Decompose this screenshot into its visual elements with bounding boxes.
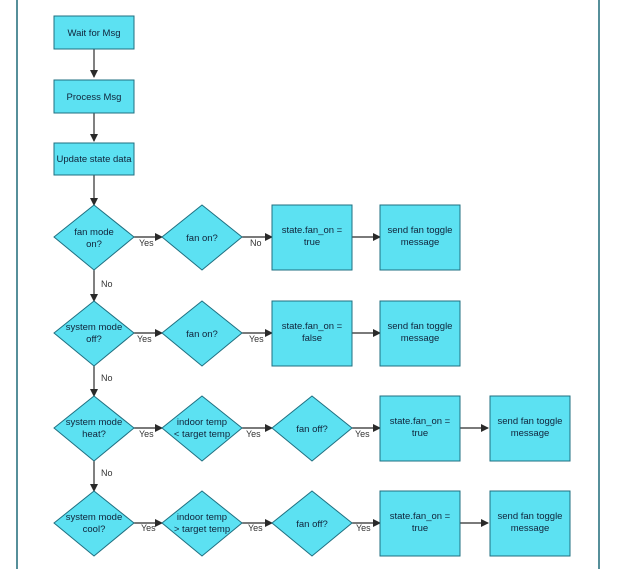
svg-text:message: message bbox=[401, 237, 440, 248]
svg-text:state.fan_on =: state.fan_on = bbox=[390, 416, 451, 427]
svg-text:send fan toggle: send fan toggle bbox=[388, 321, 453, 332]
decision-fan-mode-on: fan mode on? bbox=[53, 204, 135, 271]
edge-label-yes-sysoff: Yes bbox=[137, 334, 152, 344]
svg-text:message: message bbox=[401, 333, 440, 344]
svg-text:fan off?: fan off? bbox=[296, 424, 328, 435]
node-wait-for-msg: Wait for Msg bbox=[53, 15, 135, 50]
svg-text:Update state data: Update state data bbox=[57, 154, 133, 165]
svg-text:fan on?: fan on? bbox=[186, 329, 218, 340]
edge-label-yes-indoorgt: Yes bbox=[248, 523, 263, 533]
svg-text:state.fan_on =: state.fan_on = bbox=[282, 225, 343, 236]
svg-text:message: message bbox=[511, 428, 550, 439]
svg-text:send fan toggle: send fan toggle bbox=[388, 225, 453, 236]
edge-label-yes-fanoff1: Yes bbox=[355, 429, 370, 439]
svg-text:system mode: system mode bbox=[66, 512, 123, 523]
svg-text:< target temp: < target temp bbox=[174, 429, 230, 440]
node-send-fan-toggle-4: send fan toggle message bbox=[489, 490, 571, 557]
svg-text:fan on?: fan on? bbox=[186, 233, 218, 244]
edge-label-yes-fanon2: Yes bbox=[249, 334, 264, 344]
svg-text:indoor temp: indoor temp bbox=[177, 417, 227, 428]
node-process-msg: Process Msg bbox=[53, 79, 135, 114]
svg-text:true: true bbox=[304, 237, 320, 248]
decision-fan-on-1: fan on? bbox=[161, 204, 243, 271]
node-send-fan-toggle-1: send fan toggle message bbox=[379, 204, 461, 271]
edge-label-yes-syscool: Yes bbox=[141, 523, 156, 533]
decision-system-mode-heat: system mode heat? bbox=[53, 395, 135, 462]
svg-text:Wait for Msg: Wait for Msg bbox=[68, 28, 121, 39]
svg-text:> target temp: > target temp bbox=[174, 524, 230, 535]
edge-label-yes-fanoff2: Yes bbox=[356, 523, 371, 533]
svg-text:fan off?: fan off? bbox=[296, 519, 328, 530]
svg-text:state.fan_on =: state.fan_on = bbox=[282, 321, 343, 332]
node-update-state-data: Update state data bbox=[53, 142, 135, 176]
svg-text:message: message bbox=[511, 523, 550, 534]
edge-label-yes-indoorlt: Yes bbox=[246, 429, 261, 439]
svg-text:true: true bbox=[412, 428, 428, 439]
svg-text:off?: off? bbox=[86, 334, 102, 345]
svg-text:cool?: cool? bbox=[83, 524, 106, 535]
svg-text:Process Msg: Process Msg bbox=[67, 92, 122, 103]
svg-text:send fan toggle: send fan toggle bbox=[498, 416, 563, 427]
node-state-fan-on-true-2: state.fan_on = true bbox=[379, 395, 461, 462]
edge-label-no-sysoff-down: No bbox=[101, 373, 113, 383]
svg-text:on?: on? bbox=[86, 239, 102, 250]
node-state-fan-on-false: state.fan_on = false bbox=[271, 300, 353, 367]
svg-text:true: true bbox=[412, 523, 428, 534]
node-send-fan-toggle-2: send fan toggle message bbox=[379, 300, 461, 367]
svg-text:indoor temp: indoor temp bbox=[177, 512, 227, 523]
edge-label-no-fanmode-down: No bbox=[101, 279, 113, 289]
svg-text:false: false bbox=[302, 333, 322, 344]
decision-system-mode-off: system mode off? bbox=[53, 300, 135, 367]
node-send-fan-toggle-3: send fan toggle message bbox=[489, 395, 571, 462]
decision-fan-off-2: fan off? bbox=[271, 490, 353, 557]
decision-fan-on-2: fan on? bbox=[161, 300, 243, 367]
edge-label-no-sysheat-down: No bbox=[101, 468, 113, 478]
edge-label-yes-fanmode: Yes bbox=[139, 238, 154, 248]
svg-text:system mode: system mode bbox=[66, 417, 123, 428]
decision-system-mode-cool: system mode cool? bbox=[53, 490, 135, 557]
svg-text:state.fan_on =: state.fan_on = bbox=[390, 511, 451, 522]
edge-label-no-fanon1: No bbox=[250, 238, 262, 248]
svg-text:fan mode: fan mode bbox=[74, 227, 114, 238]
node-state-fan-on-true-3: state.fan_on = true bbox=[379, 490, 461, 557]
svg-text:heat?: heat? bbox=[82, 429, 106, 440]
decision-indoor-gt-target: indoor temp > target temp bbox=[161, 490, 243, 557]
svg-text:send fan toggle: send fan toggle bbox=[498, 511, 563, 522]
decision-fan-off-1: fan off? bbox=[271, 395, 353, 462]
decision-indoor-lt-target: indoor temp < target temp bbox=[161, 395, 243, 462]
edge-label-yes-sysheat: Yes bbox=[139, 429, 154, 439]
node-state-fan-on-true-1: state.fan_on = true bbox=[271, 204, 353, 271]
svg-text:system mode: system mode bbox=[66, 322, 123, 333]
